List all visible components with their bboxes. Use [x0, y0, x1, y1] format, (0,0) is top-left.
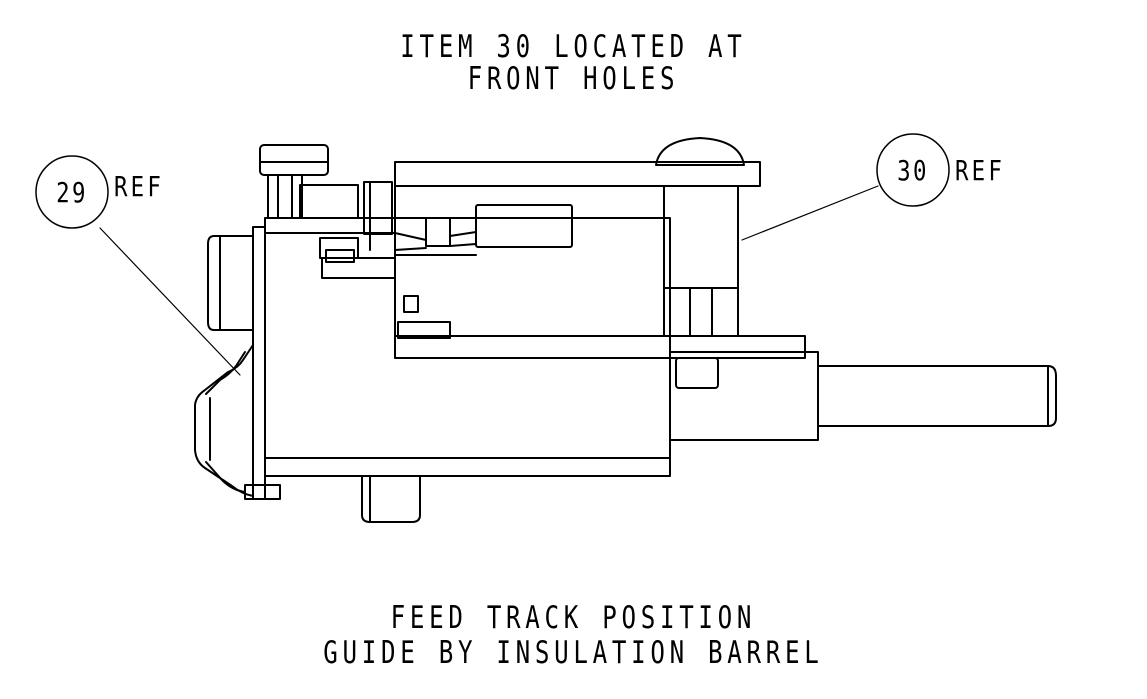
note-top-line2: FRONT HOLES [467, 61, 680, 97]
balloon-29-circle [35, 155, 109, 229]
bottom-stud [361, 475, 421, 523]
leader-30 [741, 185, 879, 241]
note-top-line1: ITEM 30 LOCATED AT [400, 29, 747, 65]
balloon-29-ref: REF [114, 170, 165, 203]
leader-29 [99, 227, 241, 376]
balloon-29-number: 29 [56, 176, 88, 209]
note-bottom-line1: FEED TRACK POSITION [390, 600, 757, 636]
left-knob [207, 235, 254, 331]
balloon-30-circle [876, 133, 950, 207]
feed-channel [319, 161, 761, 339]
item-29-guide [194, 344, 254, 497]
top-screw [259, 144, 359, 219]
balloon-30-ref: REF [955, 154, 1006, 187]
balloon-30-number: 30 [897, 154, 929, 187]
lower-plate [394, 335, 1057, 441]
note-bottom-line2: GUIDE BY INSULATION BARREL [323, 635, 824, 671]
